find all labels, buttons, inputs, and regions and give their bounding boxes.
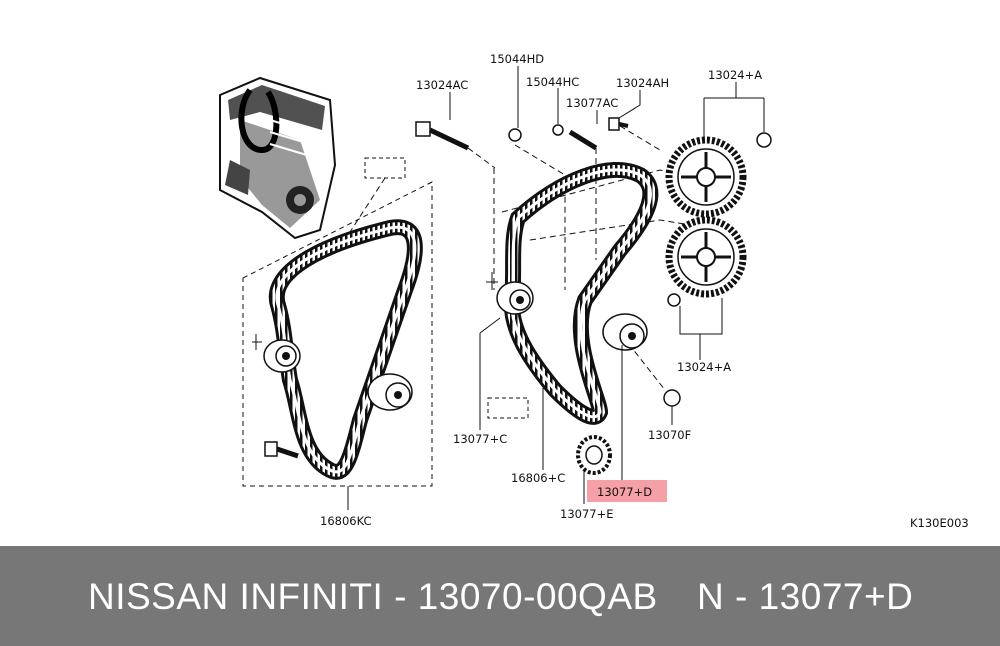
- label-13024AC: 13024AC: [416, 78, 468, 92]
- label-16806C: 16806+C: [511, 471, 565, 485]
- footer-bar: [0, 546, 1000, 646]
- label-13024A-top: 13024+A: [708, 68, 762, 82]
- label-13070F: 13070F: [648, 428, 691, 442]
- leader-lines: [449, 66, 765, 504]
- label-13024A-bottom: 13024+A: [677, 360, 731, 374]
- footer-brand-part: NISSAN INFINITI - 13070-00QAB: [88, 576, 658, 617]
- label-13077C: 13077+C: [453, 432, 507, 446]
- figure-code: K130E003: [910, 516, 969, 530]
- label-13024AH: 13024AH: [616, 76, 669, 90]
- timing-belt-kit-illustration: [252, 219, 423, 480]
- engine-block-illustration: [219, 76, 337, 240]
- label-13077D: 13077+D: [597, 485, 652, 499]
- label-13077AC: 13077AC: [566, 96, 618, 110]
- timing-belt-diagram: 13024AC 15044HD 15044HC 13077AC 13024AH …: [219, 52, 969, 530]
- label-15044HC: 15044HC: [526, 75, 579, 89]
- kit-outline: [242, 181, 433, 487]
- highlight-box: [587, 480, 667, 502]
- cam-sprocket-bottom-illustration: [665, 216, 747, 298]
- label-13077E: 13077+E: [560, 507, 614, 521]
- footer-ref-part: N - 13077+D: [697, 576, 914, 617]
- detail-box-left: [364, 157, 406, 179]
- label-15044HD: 15044HD: [490, 52, 544, 66]
- detail-box-lower: [487, 397, 529, 419]
- cam-sprocket-top-illustration: [665, 136, 747, 218]
- label-16806KC: 16806KC: [320, 514, 372, 528]
- timing-belt-main-illustration: [486, 162, 659, 475]
- hardware-group: [415, 117, 772, 407]
